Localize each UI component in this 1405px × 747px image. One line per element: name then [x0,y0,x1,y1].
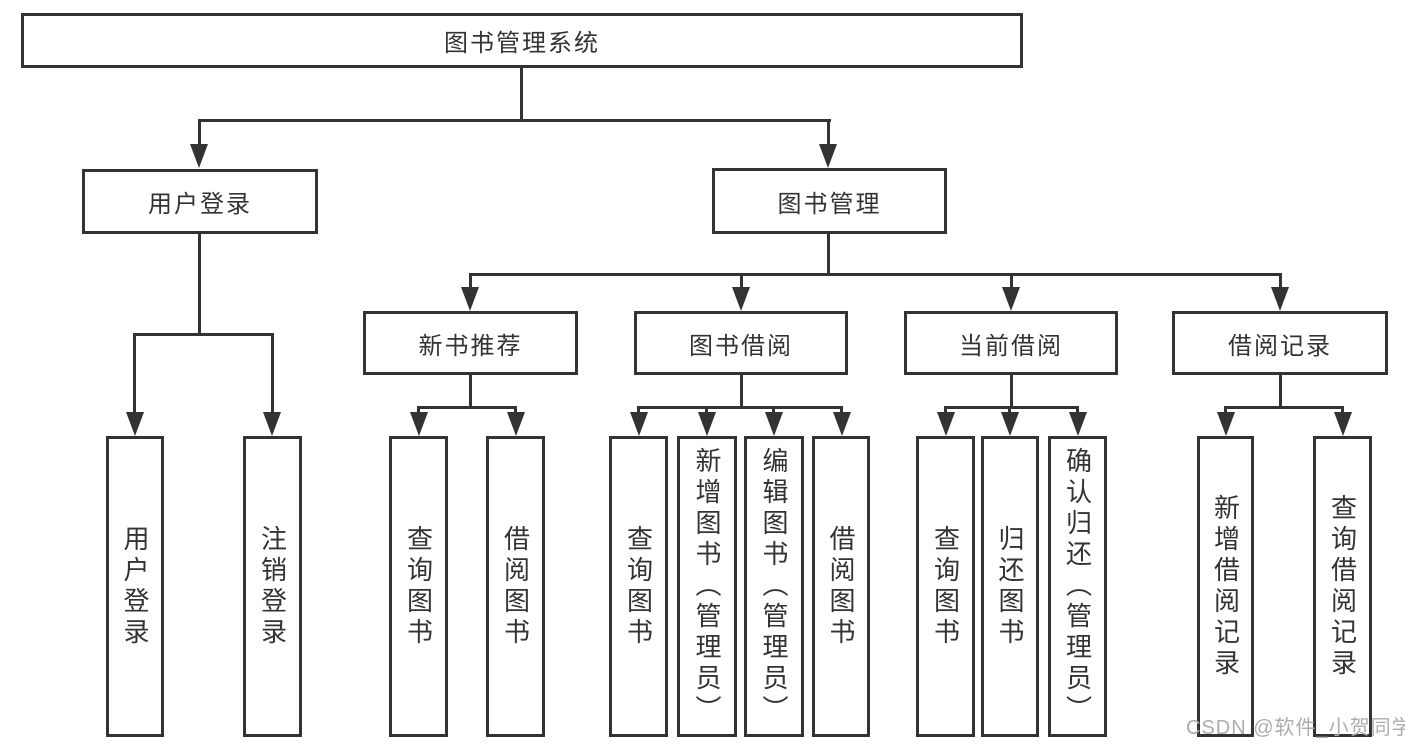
connector-line-v [1008,406,1011,416]
arrow-down-icon [765,412,783,436]
connector-line-h [133,333,274,336]
node-label: 新增图书（管理员） [692,447,722,726]
leaf-user-login: 用户登录 [106,436,164,737]
node-new-book-recommendation: 新书推荐 [363,311,578,375]
connector-line-v [1010,273,1013,291]
arrow-down-icon [1001,412,1019,436]
leaf-return-books: 归还图书 [981,436,1039,737]
arrow-down-icon [263,412,281,436]
node-label: 查询借阅记录 [1327,493,1358,680]
arrow-down-icon [1334,412,1352,436]
leaf-confirm-return-admin: 确认归还（管理员） [1048,436,1107,737]
watermark: CSDN @软件_小贺同学 [1186,717,1405,739]
arrow-down-icon [190,144,208,168]
connector-line-v [417,406,420,416]
connector-line-v [514,406,517,416]
connector-line-v [1341,406,1344,416]
connector-line-v [705,406,708,416]
node-label: 查询图书 [623,524,654,649]
arrow-down-icon [819,144,837,168]
connector-line-h [1224,406,1344,409]
arrow-down-icon [410,412,428,436]
arrow-down-icon [1069,412,1087,436]
connector-line-v [1279,273,1282,291]
leaf-logout: 注销登录 [243,436,302,737]
node-label: 用户登录 [120,524,150,649]
node-borrowing-records: 借阅记录 [1172,311,1388,375]
connector-line-v [637,406,640,416]
node-user-login: 用户登录 [82,169,318,234]
connector-line-v [740,273,743,291]
leaf-query-borrow-record: 查询借阅记录 [1313,436,1372,737]
node-book-management: 图书管理 [712,168,947,234]
leaf-query-books-borrowing: 查询图书 [609,436,668,737]
connector-line-v [469,373,472,409]
arrow-down-icon [1271,287,1289,311]
connector-line-v [827,119,830,152]
node-label: 注销登录 [257,524,288,649]
node-label: 查询图书 [403,524,434,649]
connector-line-v [198,231,201,335]
connector-line-v [772,406,775,416]
connector-line-v [740,373,743,409]
leaf-query-books-current: 查询图书 [916,436,975,737]
node-label: 归还图书 [995,524,1025,649]
node-label: 编辑图书（管理员） [759,447,789,726]
connector-line-v [944,406,947,416]
arrow-down-icon [833,412,851,436]
arrow-down-icon [937,412,955,436]
arrow-down-icon [126,412,144,436]
connector-line-h [417,406,517,409]
node-label: 确认归还（管理员） [1062,447,1093,726]
arrow-down-icon [1217,412,1235,436]
connector-line-h [469,273,1282,276]
connector-line-h [198,119,831,122]
connector-line-v [840,406,843,416]
leaf-borrow-books-recommend: 借阅图书 [486,436,545,737]
connector-line-v [198,119,201,152]
connector-line-v [133,333,136,416]
leaf-add-borrow-record: 新增借阅记录 [1197,436,1254,737]
leaf-edit-book-admin: 编辑图书（管理员） [744,436,804,737]
leaf-add-book-admin: 新增图书（管理员） [677,436,737,737]
connector-line-v [827,231,830,276]
arrow-down-icon [732,287,750,311]
connector-line-v [1279,373,1282,409]
connector-line-v [1224,406,1227,416]
node-label: 借阅图书 [500,524,531,649]
connector-line-v [1010,373,1013,409]
node-label: 新增借阅记录 [1210,493,1241,680]
leaf-query-books-recommend: 查询图书 [389,436,448,737]
node-label: 查询图书 [930,524,961,649]
node-book-borrowing: 图书借阅 [634,311,848,375]
node-current-borrowing: 当前借阅 [904,311,1118,375]
leaf-borrow-books-borrowing: 借阅图书 [812,436,870,737]
arrow-down-icon [461,287,479,311]
connector-line-v [1076,406,1079,416]
connector-line-v [469,273,472,291]
node-label: 借阅图书 [826,524,856,649]
connector-line-h [944,406,1079,409]
arrow-down-icon [507,412,525,436]
arrow-down-icon [1002,287,1020,311]
node-library-management-system: 图书管理系统 [21,13,1023,68]
connector-line-v [271,333,274,416]
connector-line-h [637,406,843,409]
connector-line-v [520,66,523,122]
arrow-down-icon [630,412,648,436]
arrow-down-icon [698,412,716,436]
